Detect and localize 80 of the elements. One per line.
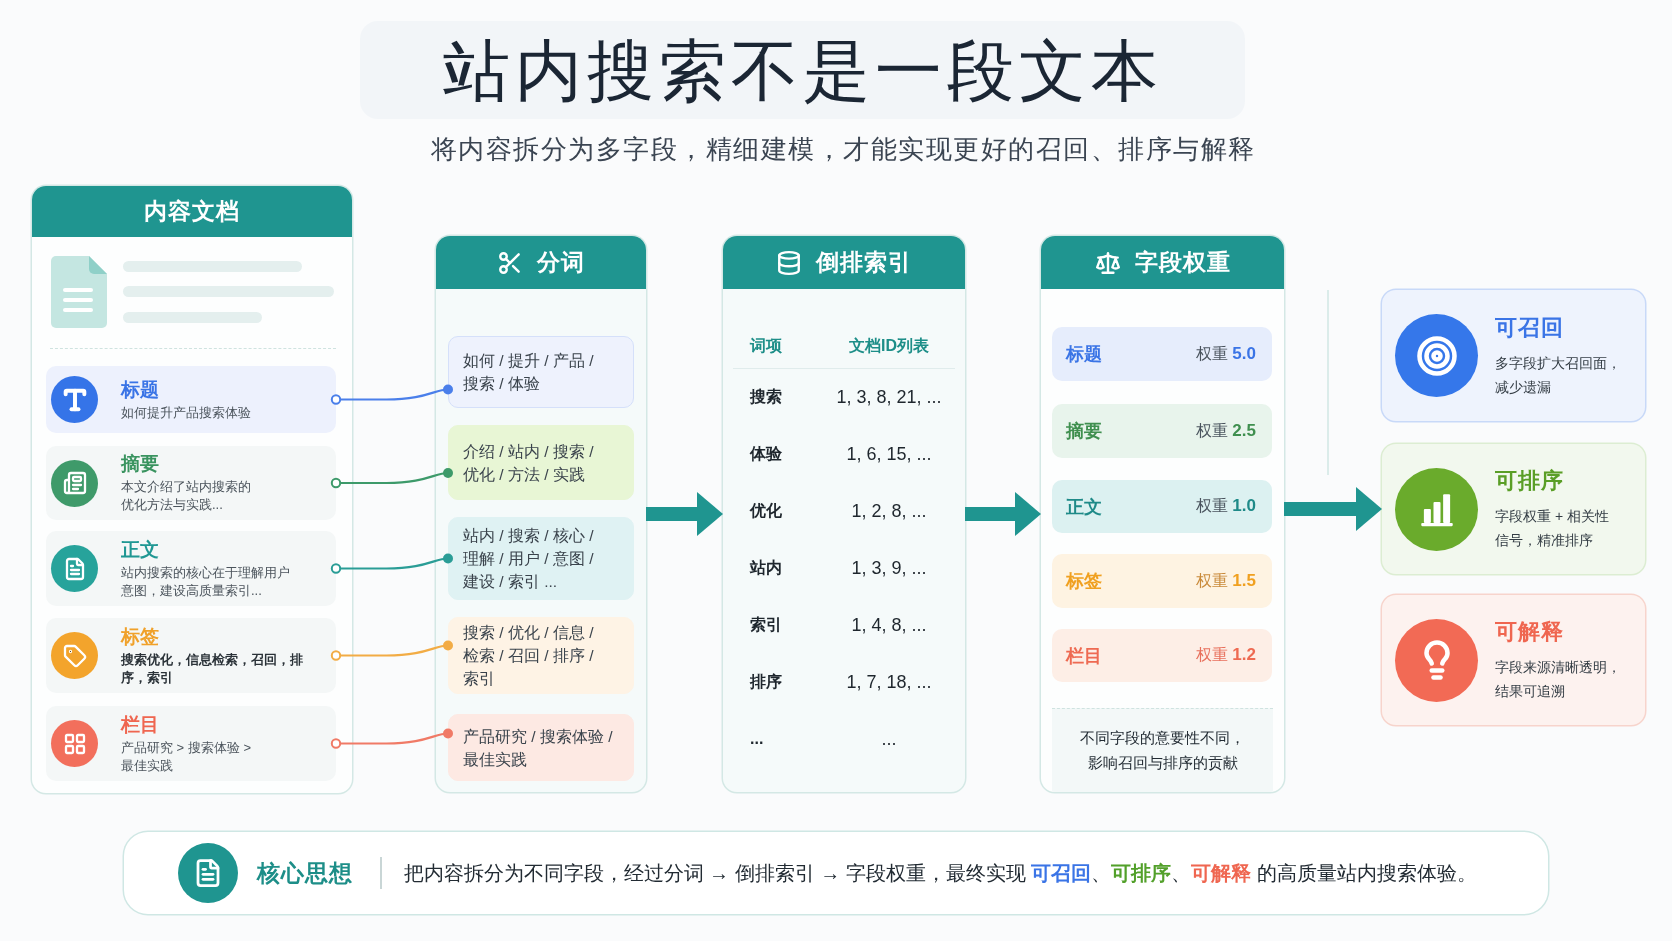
field-name: 栏目 — [121, 712, 159, 737]
index-term: 体验 — [750, 443, 782, 464]
banner-title: 核心思想 — [257, 859, 353, 888]
result-text: 字段来源清晰透明，结果可追溯 — [1495, 658, 1622, 701]
token-list: 站内 / 搜索 / 核心 / 理解 / 用户 / 意图 / 建设 / 索引 ... — [448, 517, 634, 600]
token-list: 如何 / 提升 / 产品 / 搜索 / 体验 — [448, 336, 634, 408]
column-panel — [32, 186, 352, 793]
field-name: 正文 — [1066, 495, 1102, 519]
posting-list: 1, 7, 18, ... — [846, 670, 932, 693]
connector-line — [330, 640, 453, 661]
weight-value: 权重 5.0 — [1195, 343, 1256, 365]
field-text: 产品研究 > 搜索体验 > 最佳实践 — [121, 738, 253, 775]
column-panel — [723, 236, 965, 792]
column-header: 文档ID列表 — [849, 336, 929, 356]
weight-row — [1052, 629, 1272, 682]
posting-list: 1, 4, 8, ... — [851, 613, 927, 636]
column-panel — [1041, 236, 1284, 792]
field-text: 本文介绍了站内搜索的优化方法与实践... — [121, 478, 252, 514]
field-name: 摘要 — [1066, 420, 1102, 443]
posting-list: 1, 6, 15, ... — [846, 442, 932, 465]
field-row — [46, 618, 336, 693]
weight-row — [1052, 554, 1272, 608]
flow-arrow — [965, 492, 1041, 536]
result-title: 可解释 — [1495, 618, 1564, 646]
token-list: 产品研究 / 搜索体验 / 最佳实践 — [448, 714, 634, 781]
field-text: 站内搜索的核心在于理解用户意图，建设高质量索引... — [121, 563, 291, 600]
result-card — [1382, 444, 1645, 574]
field-row — [46, 366, 336, 433]
weight-value: 权重 1.0 — [1195, 496, 1256, 517]
summary-text: 把内容拆分为不同字段，经过分词 → 倒排索引 → 字段权重，最终实现 可召回、可排序、可解释 的高质量站内搜索体验。 — [403, 860, 1477, 886]
field-name: 正文 — [121, 537, 159, 562]
index-term: 索引 — [750, 614, 782, 635]
posting-list: 1, 3, 9, ... — [851, 556, 927, 579]
index-term: 优化 — [750, 500, 782, 521]
column-panel — [436, 236, 646, 792]
connector-line — [330, 384, 453, 405]
index-term: ... — [750, 728, 764, 749]
field-text: 如何提升产品搜索体验 — [121, 403, 251, 422]
panel-title: 分词 — [537, 248, 585, 277]
token-list: 搜索 / 优化 / 信息 / 检索 / 召回 / 排序 / 索引 — [448, 617, 634, 694]
result-text: 字段权重 + 相关性信号，精准排序 — [1495, 507, 1610, 550]
field-name: 标题 — [121, 377, 159, 402]
index-term: 搜索 — [750, 386, 782, 407]
connector-line — [330, 468, 453, 489]
summary-banner — [124, 832, 1548, 914]
posting-list: 1, 2, 8, ... — [851, 499, 927, 522]
panel-title: 字段权重 — [1134, 248, 1231, 277]
flow-arrow — [646, 492, 723, 536]
field-row — [46, 706, 336, 781]
subtitle: 将内容拆分为多字段，精细建模，才能实现更好的召回、排序与解释 — [430, 133, 1256, 165]
result-title: 可召回 — [1495, 313, 1564, 342]
panel-title: 倒排索引 — [816, 248, 912, 277]
column-header: 词项 — [750, 336, 782, 356]
flow-arrow — [1284, 487, 1382, 531]
page-title: 站内搜索不是一段文本 — [360, 21, 1245, 119]
footnote: 不同字段的意要性不同，影响召回与排序的贡献 — [1052, 708, 1273, 792]
result-card — [1382, 290, 1645, 421]
weight-value: 权重 1.5 — [1195, 570, 1256, 592]
weight-value: 权重 1.2 — [1195, 645, 1256, 666]
token-list: 介绍 / 站内 / 搜索 / 优化 / 方法 / 实践 — [448, 425, 634, 500]
field-name: 标题 — [1066, 343, 1102, 366]
field-name: 标签 — [121, 624, 159, 649]
index-term: 排序 — [750, 671, 782, 692]
weight-value: 权重 2.5 — [1195, 420, 1256, 442]
panel-title: 内容文档 — [144, 197, 240, 226]
connector-line — [330, 728, 453, 749]
field-text: 搜索优化，信息检索，召回，排序，索引 — [121, 650, 304, 687]
index-term: 站内 — [750, 557, 782, 578]
field-row — [46, 531, 336, 606]
field-row — [46, 446, 336, 520]
field-name: 摘要 — [121, 452, 159, 476]
field-name: 栏目 — [1066, 644, 1102, 668]
result-title: 可排序 — [1495, 467, 1564, 495]
result-card — [1382, 595, 1645, 725]
weight-row — [1052, 480, 1272, 533]
posting-list: 1, 3, 8, 21, ... — [836, 385, 942, 408]
result-text: 多字段扩大召回面，减少遗漏 — [1495, 353, 1622, 397]
posting-list: ... — [881, 727, 897, 750]
field-name: 标签 — [1066, 570, 1102, 593]
connector-line — [330, 553, 453, 574]
